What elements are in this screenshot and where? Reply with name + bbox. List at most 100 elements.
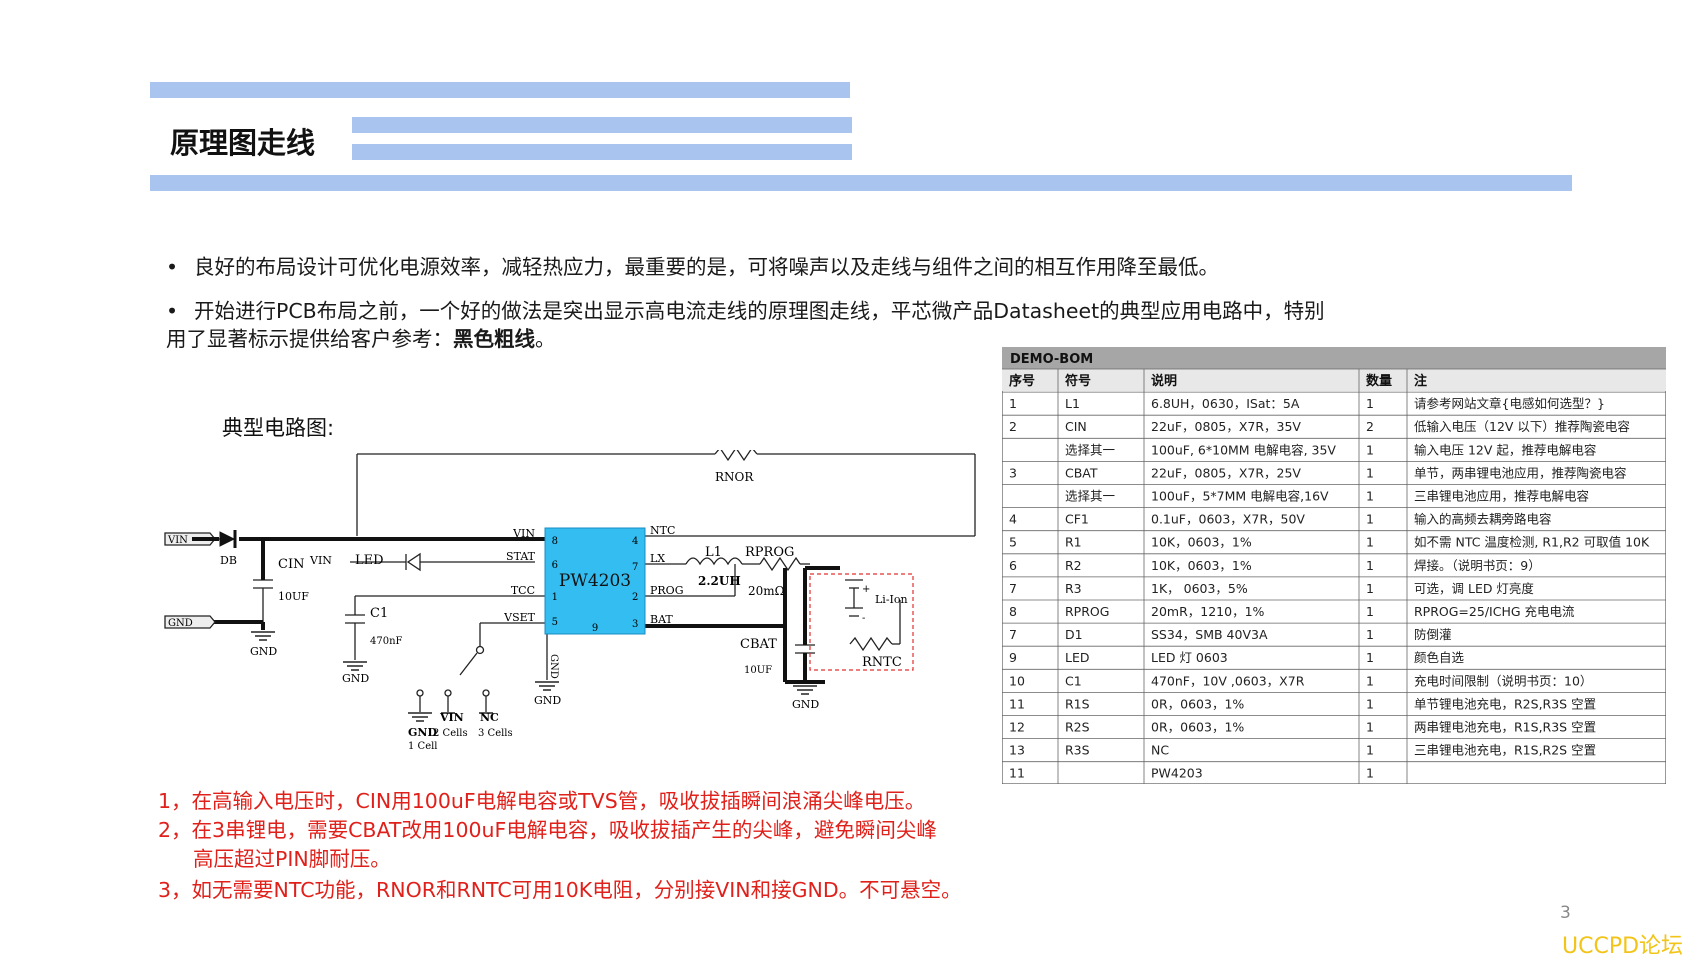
bom-cell: 13 — [1009, 743, 1025, 758]
bom-cell: CF1 — [1065, 512, 1089, 527]
bom-cell: 1 — [1366, 512, 1374, 527]
bom-cell: 11 — [1009, 696, 1025, 711]
bom-cell: 1 — [1366, 720, 1374, 735]
bullet-text-part: 用了显著标示提供给客户参考： — [166, 327, 453, 351]
rprog-label: RPROG — [745, 545, 794, 560]
pin-label: STAT — [506, 550, 536, 563]
pin-label: GND — [548, 654, 559, 679]
bom-cell: D1 — [1065, 627, 1083, 642]
battery-label: Li-Ion — [875, 593, 908, 606]
bom-cell: 0.1uF，0603，X7R，50V — [1151, 512, 1305, 527]
header-decoration-bar — [150, 82, 850, 98]
bom-cell: R3 — [1065, 581, 1082, 596]
bom-cell: 请参考网站文章{电感如何选型？} — [1414, 396, 1605, 411]
bom-header-cell: 数量 — [1366, 373, 1392, 389]
pin-number: 3 — [632, 619, 638, 630]
bom-cell: 1 — [1366, 535, 1374, 550]
slide-title: 原理图走线 — [170, 126, 316, 160]
battery-plus: + — [862, 584, 870, 595]
bom-cell: 防倒灌 — [1414, 627, 1452, 642]
bom-cell: PW4203 — [1151, 766, 1203, 781]
bullet-dot: • — [166, 299, 179, 323]
circuit-heading: 典型电路图: — [222, 416, 335, 440]
pin-number: 6 — [552, 560, 558, 571]
bom-cell: 22uF，0805，X7R，35V — [1151, 419, 1301, 434]
bom-cell: 10K，0603，1% — [1151, 535, 1252, 550]
rnor-label: RNOR — [715, 470, 754, 484]
bom-cell: 1 — [1366, 650, 1374, 665]
bom-cell: CIN — [1065, 419, 1087, 434]
bom-cell: 1 — [1366, 673, 1374, 688]
gnd-label: GND — [792, 698, 819, 711]
pin-number: 4 — [632, 536, 638, 547]
bom-cell: 充电时间限制（说明书页：10） — [1414, 673, 1592, 688]
bom-cell: 焊接。（说明书页：9） — [1414, 558, 1541, 573]
bom-header-cell: 序号 — [1009, 373, 1035, 389]
cin-label: CIN — [278, 557, 304, 572]
bom-cell: 1 — [1366, 465, 1374, 480]
bom-cell: 12 — [1009, 720, 1025, 735]
pin-number: 1 — [552, 592, 558, 603]
page-number: 3 — [1560, 903, 1571, 923]
gnd-label: GND — [342, 672, 369, 685]
bom-cell: 2 — [1366, 419, 1374, 434]
pin-number: 5 — [552, 617, 558, 628]
header-decoration-bar — [352, 144, 852, 160]
bom-cell: 4 — [1009, 512, 1017, 527]
l1-label: L1 — [705, 545, 722, 560]
note-line: 3，如无需要NTC功能，RNOR和RNTC可用10K电阻，分别接VIN和接GND… — [158, 878, 962, 902]
bullet-text: 良好的布局设计可优化电源效率，减轻热应力，最重要的是，可将噪声以及走线与组件之间… — [194, 255, 1219, 279]
typical-circuit-schematic: PW4203 VIN 8 STAT 6 TCC 1 VSET 5 NTC 4 L… — [164, 450, 976, 752]
bom-cell: 5 — [1009, 535, 1017, 550]
l1-value: 2.2UH — [698, 574, 741, 588]
note-line: 高压超过PIN脚耐压。 — [193, 847, 391, 871]
bom-cell: 6 — [1009, 558, 1017, 573]
bullet-point: •良好的布局设计可优化电源效率，减轻热应力，最重要的是，可将噪声以及走线与组件之… — [166, 253, 1219, 281]
battery-minus: - — [862, 613, 865, 624]
bom-cell: 22uF，0805，X7R，25V — [1151, 465, 1301, 480]
bom-cell: 2 — [1009, 419, 1017, 434]
bom-cell: CBAT — [1065, 465, 1098, 480]
bom-cell: 单节锂电池充电，R2S,R3S 空置 — [1414, 696, 1596, 711]
bom-cell: 1 — [1366, 627, 1374, 642]
bom-cell: 选择其一 — [1065, 442, 1115, 457]
c1-label: C1 — [370, 606, 388, 621]
diode-label: DB — [220, 554, 237, 567]
bom-header-cell: 注 — [1414, 373, 1427, 389]
cin-value: 10UF — [278, 590, 309, 603]
pin-number: 7 — [632, 562, 638, 573]
bom-cell: R3S — [1065, 743, 1090, 758]
bom-cell: 两串锂电池充电，R1S,R3S 空置 — [1414, 720, 1596, 735]
header-decoration-bar — [352, 117, 852, 133]
bullet-text: 开始进行PCB布局之前，一个好的做法是突出显示高电流走线的原理图走线，平芯微产品… — [194, 299, 1325, 323]
bom-cell: 颜色自选 — [1414, 650, 1465, 665]
bom-cell: 1 — [1366, 442, 1374, 457]
cbat-label: CBAT — [740, 637, 777, 652]
option-label: NC — [480, 711, 499, 724]
option-label: GND — [408, 726, 437, 739]
bom-cell: 1 — [1366, 743, 1374, 758]
watermark: UCCPD论坛 — [1562, 934, 1684, 959]
bom-cell: R2S — [1065, 720, 1090, 735]
bom-cell: 6.8UH，0630，ISat：5A — [1151, 396, 1300, 411]
bom-cell: NC — [1151, 743, 1169, 758]
pin-label: LX — [650, 552, 665, 565]
cbat-value: 10UF — [744, 665, 772, 676]
bom-cell: 1 — [1366, 696, 1374, 711]
option-sublabel: 2 Cells — [433, 728, 468, 739]
bom-cell: R1S — [1065, 696, 1090, 711]
pin-label: TCC — [511, 584, 535, 597]
rntc-label: RNTC — [862, 655, 902, 670]
bom-cell: 3 — [1009, 465, 1017, 480]
pin-label: PROG — [650, 584, 684, 597]
bom-cell: 1 — [1366, 489, 1374, 504]
bom-cell: 100uF, 6*10MM 电解电容, 35V — [1151, 442, 1336, 457]
pin-number: 8 — [552, 536, 558, 547]
bom-cell: 1 — [1366, 766, 1374, 781]
option-sublabel: 3 Cells — [478, 728, 513, 739]
rprog-value: 20mΩ — [748, 584, 785, 598]
bom-cell: 1 — [1366, 558, 1374, 573]
bom-cell: 1 — [1366, 604, 1374, 619]
bullet-text-continued: 用了显著标示提供给客户参考：黑色粗线。 — [166, 325, 1566, 353]
